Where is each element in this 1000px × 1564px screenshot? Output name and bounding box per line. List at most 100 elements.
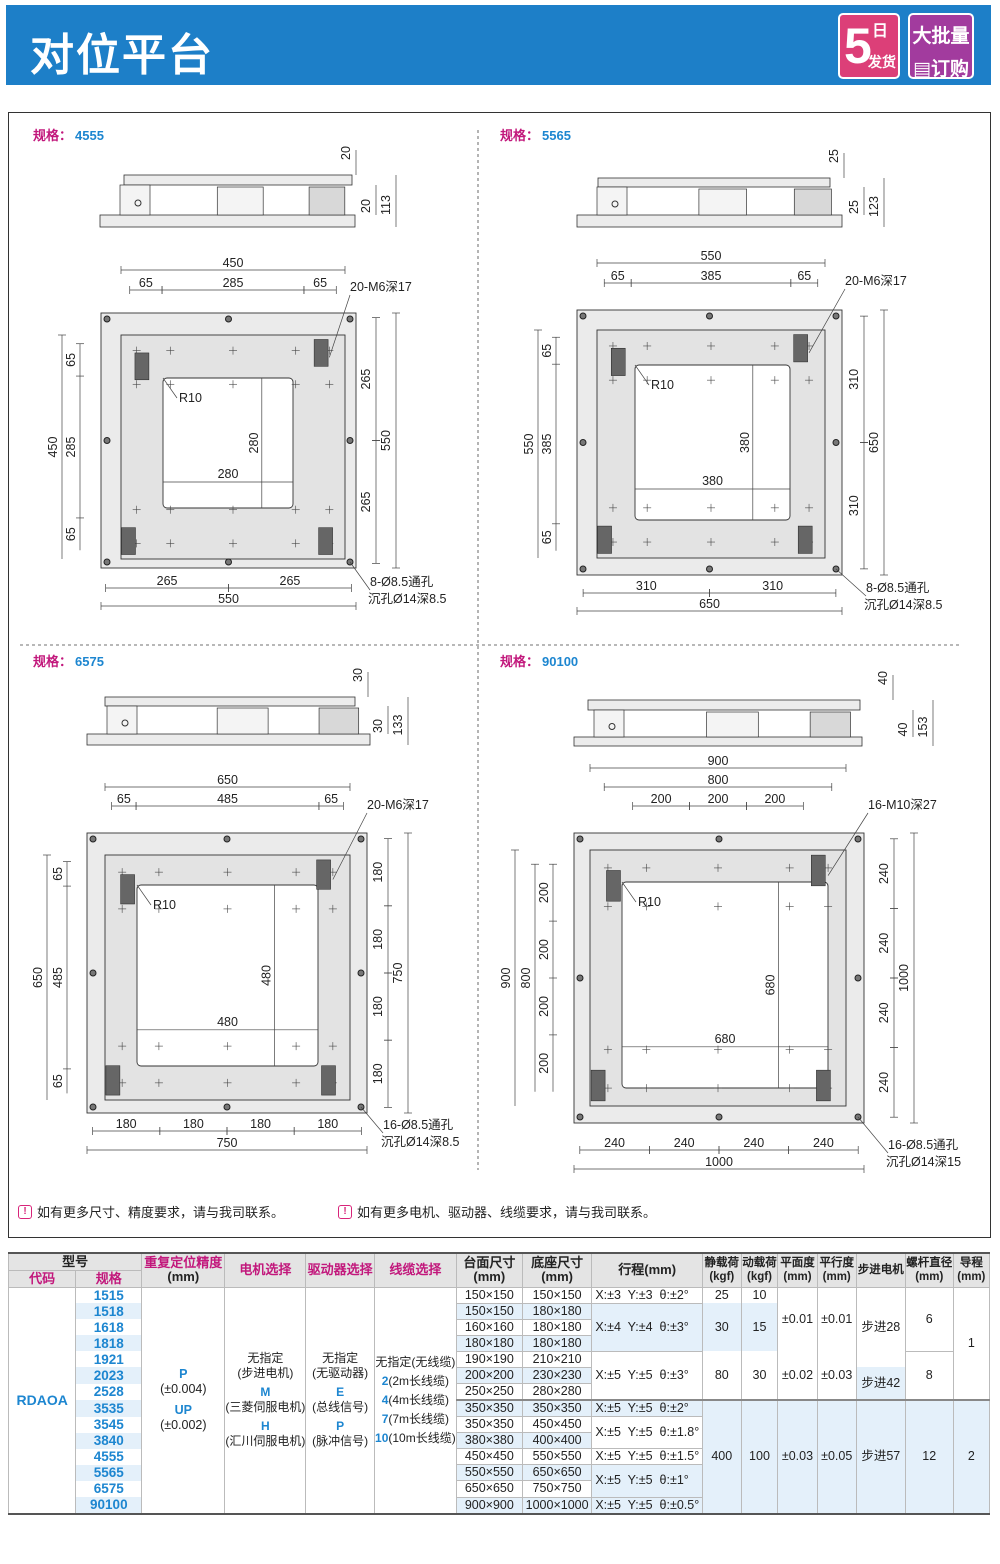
motor-options: 无指定(步进电机)M(三菱伺服电机)H(汇川伺服电机) [224, 1287, 307, 1514]
spec-cell: 2023 [75, 1367, 143, 1384]
header-cable: 线缆选择 [374, 1253, 457, 1288]
motor-block [698, 188, 747, 216]
dimension-label: 200 [537, 882, 551, 903]
delivery-badge: 5 日 发货 [838, 13, 900, 79]
base-size-cell: 550×550 [521, 1448, 593, 1466]
dimension-label: 1000 [897, 964, 911, 992]
actuator-block [321, 1065, 336, 1096]
dimension-label: 800 [708, 773, 729, 787]
stroke-cell: X:±4 Y:±4 θ:±3° [591, 1303, 703, 1352]
precision-code: P [179, 1367, 188, 1382]
cable-options: 无指定(无线缆)2(2m长线缆)4(4m长线缆)7(7m长线缆)10(10m长线… [374, 1287, 457, 1514]
option: 10(10m长线缆) [375, 1430, 456, 1445]
lead-cell: 1 [952, 1287, 991, 1401]
dimension-label: 25 [827, 149, 841, 163]
dimension-label: 550 [522, 434, 536, 455]
dimension-label: 240 [743, 1136, 764, 1150]
dimension-label: 485 [217, 792, 238, 806]
flatness-cell: ±0.03 [777, 1399, 818, 1514]
stroke-cell: X:±3 Y:±3 θ:±2° [591, 1287, 703, 1304]
base-size-cell: 750×750 [521, 1480, 593, 1498]
base-plate [573, 736, 863, 747]
dimension-label: 650 [31, 967, 45, 988]
precision-options: P(±0.004)UP(±0.002) [141, 1287, 226, 1514]
header-spec: 规格 [75, 1270, 143, 1288]
base-size-cell: 400×400 [521, 1432, 593, 1450]
dimension-label: 65 [64, 527, 78, 541]
actuator-block [590, 1069, 606, 1102]
motor-option: 无指定 [247, 1351, 284, 1366]
dynamic-load-cell: 10 [740, 1287, 779, 1304]
stroke-cell: X:±5 Y:±5 θ:±0.5° [591, 1497, 703, 1515]
dimension-label: 310 [847, 369, 861, 390]
base-size-cell: 180×180 [521, 1335, 593, 1352]
dimension-label: 265 [359, 491, 373, 512]
dimension-label: 265 [157, 574, 178, 588]
actuator-block [606, 870, 621, 902]
dimension-label: 180 [371, 929, 385, 950]
table-size-cell: 190×190 [455, 1351, 523, 1368]
static-load-cell: 30 [702, 1303, 742, 1352]
dimension-label: 65 [117, 792, 131, 806]
dimension-label: 485 [51, 967, 65, 988]
stroke-cell: X:±5 Y:±5 θ:±1° [591, 1464, 703, 1498]
dimension-label: 65 [797, 269, 811, 283]
dimension-label: 750 [217, 1136, 238, 1150]
base-plate [86, 733, 371, 746]
dimension-label: 180 [371, 996, 385, 1017]
stepper-cell: 步进42 [855, 1367, 906, 1401]
motor-block [706, 711, 759, 738]
precision-value: (±0.002) [160, 1418, 207, 1433]
through-hole [346, 437, 354, 444]
dimension-label: 550 [218, 592, 239, 606]
dimension-label: 180 [183, 1117, 204, 1131]
base-size-cell: 650×650 [521, 1464, 593, 1482]
through-hole [223, 1103, 231, 1111]
driver-option: (无驱动器) [312, 1366, 369, 1381]
dynamic-load-cell: 100 [740, 1399, 779, 1514]
tap-hole-note: 16-M10深27 [868, 798, 937, 812]
dimension-label: R10 [651, 378, 674, 392]
through-hole [715, 835, 723, 843]
lead-cell: 2 [952, 1399, 991, 1514]
header-dynamic-load: 动载荷(kgf) [740, 1253, 779, 1288]
dimension-line [634, 364, 650, 386]
spec-value: 90100 [542, 654, 578, 669]
dimension-line [162, 377, 178, 399]
dimension-label: 385 [540, 434, 554, 455]
dimension-line [360, 1106, 384, 1134]
through-hole [103, 558, 111, 566]
spec-label: 规格： [500, 654, 539, 669]
parallelism-cell: ±0.03 [816, 1351, 857, 1401]
header-motor: 电机选择 [224, 1253, 307, 1288]
counterbore-note: 沉孔Ø14深8.5 [368, 592, 447, 606]
dimension-label: 240 [813, 1136, 834, 1150]
through-hole [225, 315, 232, 323]
table-size-cell: 650×650 [455, 1480, 523, 1498]
dimension-label: 200 [537, 996, 551, 1017]
dimension-label: 180 [317, 1117, 338, 1131]
top-plate [587, 699, 861, 711]
bolt-icon [611, 200, 619, 208]
parallelism-cell: ±0.05 [816, 1399, 857, 1514]
base-size-cell: 180×180 [521, 1319, 593, 1336]
header-code: 代码 [7, 1270, 77, 1288]
static-load-cell: 80 [702, 1351, 742, 1401]
through-hole [715, 1113, 723, 1121]
note-dimensions: ! 如有更多尺寸、精度要求，请与我司联系。 [18, 1202, 284, 1221]
dimension-label: 180 [116, 1117, 137, 1131]
stepper-cell: 步进28 [855, 1287, 906, 1368]
actuator-block [120, 874, 135, 905]
center-opening [634, 364, 791, 521]
spec-cell: 90100 [75, 1497, 143, 1514]
actuator-block [793, 334, 808, 363]
note-accessories: ! 如有更多电机、驱动器、线缆要求，请与我司联系。 [338, 1202, 656, 1221]
bearing-block [593, 709, 625, 738]
dimension-label: 240 [877, 863, 891, 884]
through-hole [854, 835, 862, 843]
